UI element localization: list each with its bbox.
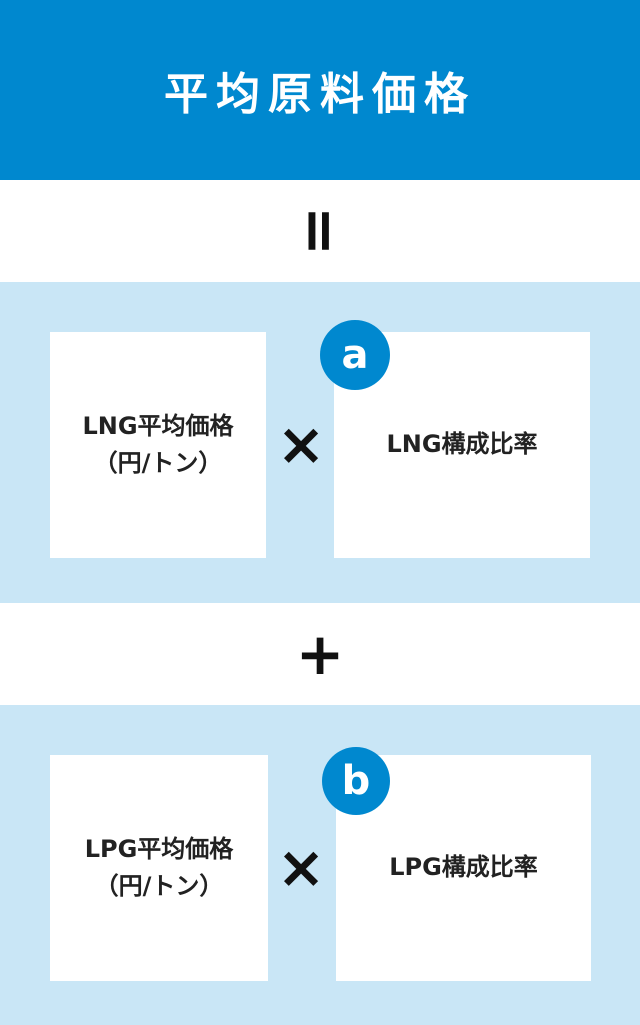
lng-average-price-label: LNG平均価格 <box>82 411 234 440</box>
plus-sign: + <box>295 620 345 688</box>
lng-ratio-label: LNG構成比率 <box>386 430 538 459</box>
lng-unit-label: （円/トン） <box>93 449 223 477</box>
lpg-average-price-label: LPG平均価格 <box>84 834 234 863</box>
lpg-unit-label: （円/トン） <box>94 872 224 900</box>
lng-average-price-box: LNG平均価格 （円/トン） <box>50 332 266 558</box>
formula-group-b: LPG平均価格 （円/トン） × LPG構成比率 b <box>0 705 640 1025</box>
lpg-average-price-box: LPG平均価格 （円/トン） <box>50 755 268 981</box>
lpg-ratio-label: LPG構成比率 <box>389 853 538 882</box>
times-sign-b: × <box>276 833 326 901</box>
page-title: 平均原料価格 <box>164 69 476 120</box>
badge-b: b <box>322 747 390 815</box>
header-banner: 平均原料価格 <box>0 0 640 180</box>
equals-sign: = <box>285 205 355 257</box>
equals-row: = <box>0 180 640 282</box>
formula-group-a: LNG平均価格 （円/トン） × LNG構成比率 a <box>0 282 640 603</box>
badge-a: a <box>320 320 390 390</box>
times-sign-a: × <box>276 410 326 478</box>
plus-row: + <box>0 603 640 705</box>
